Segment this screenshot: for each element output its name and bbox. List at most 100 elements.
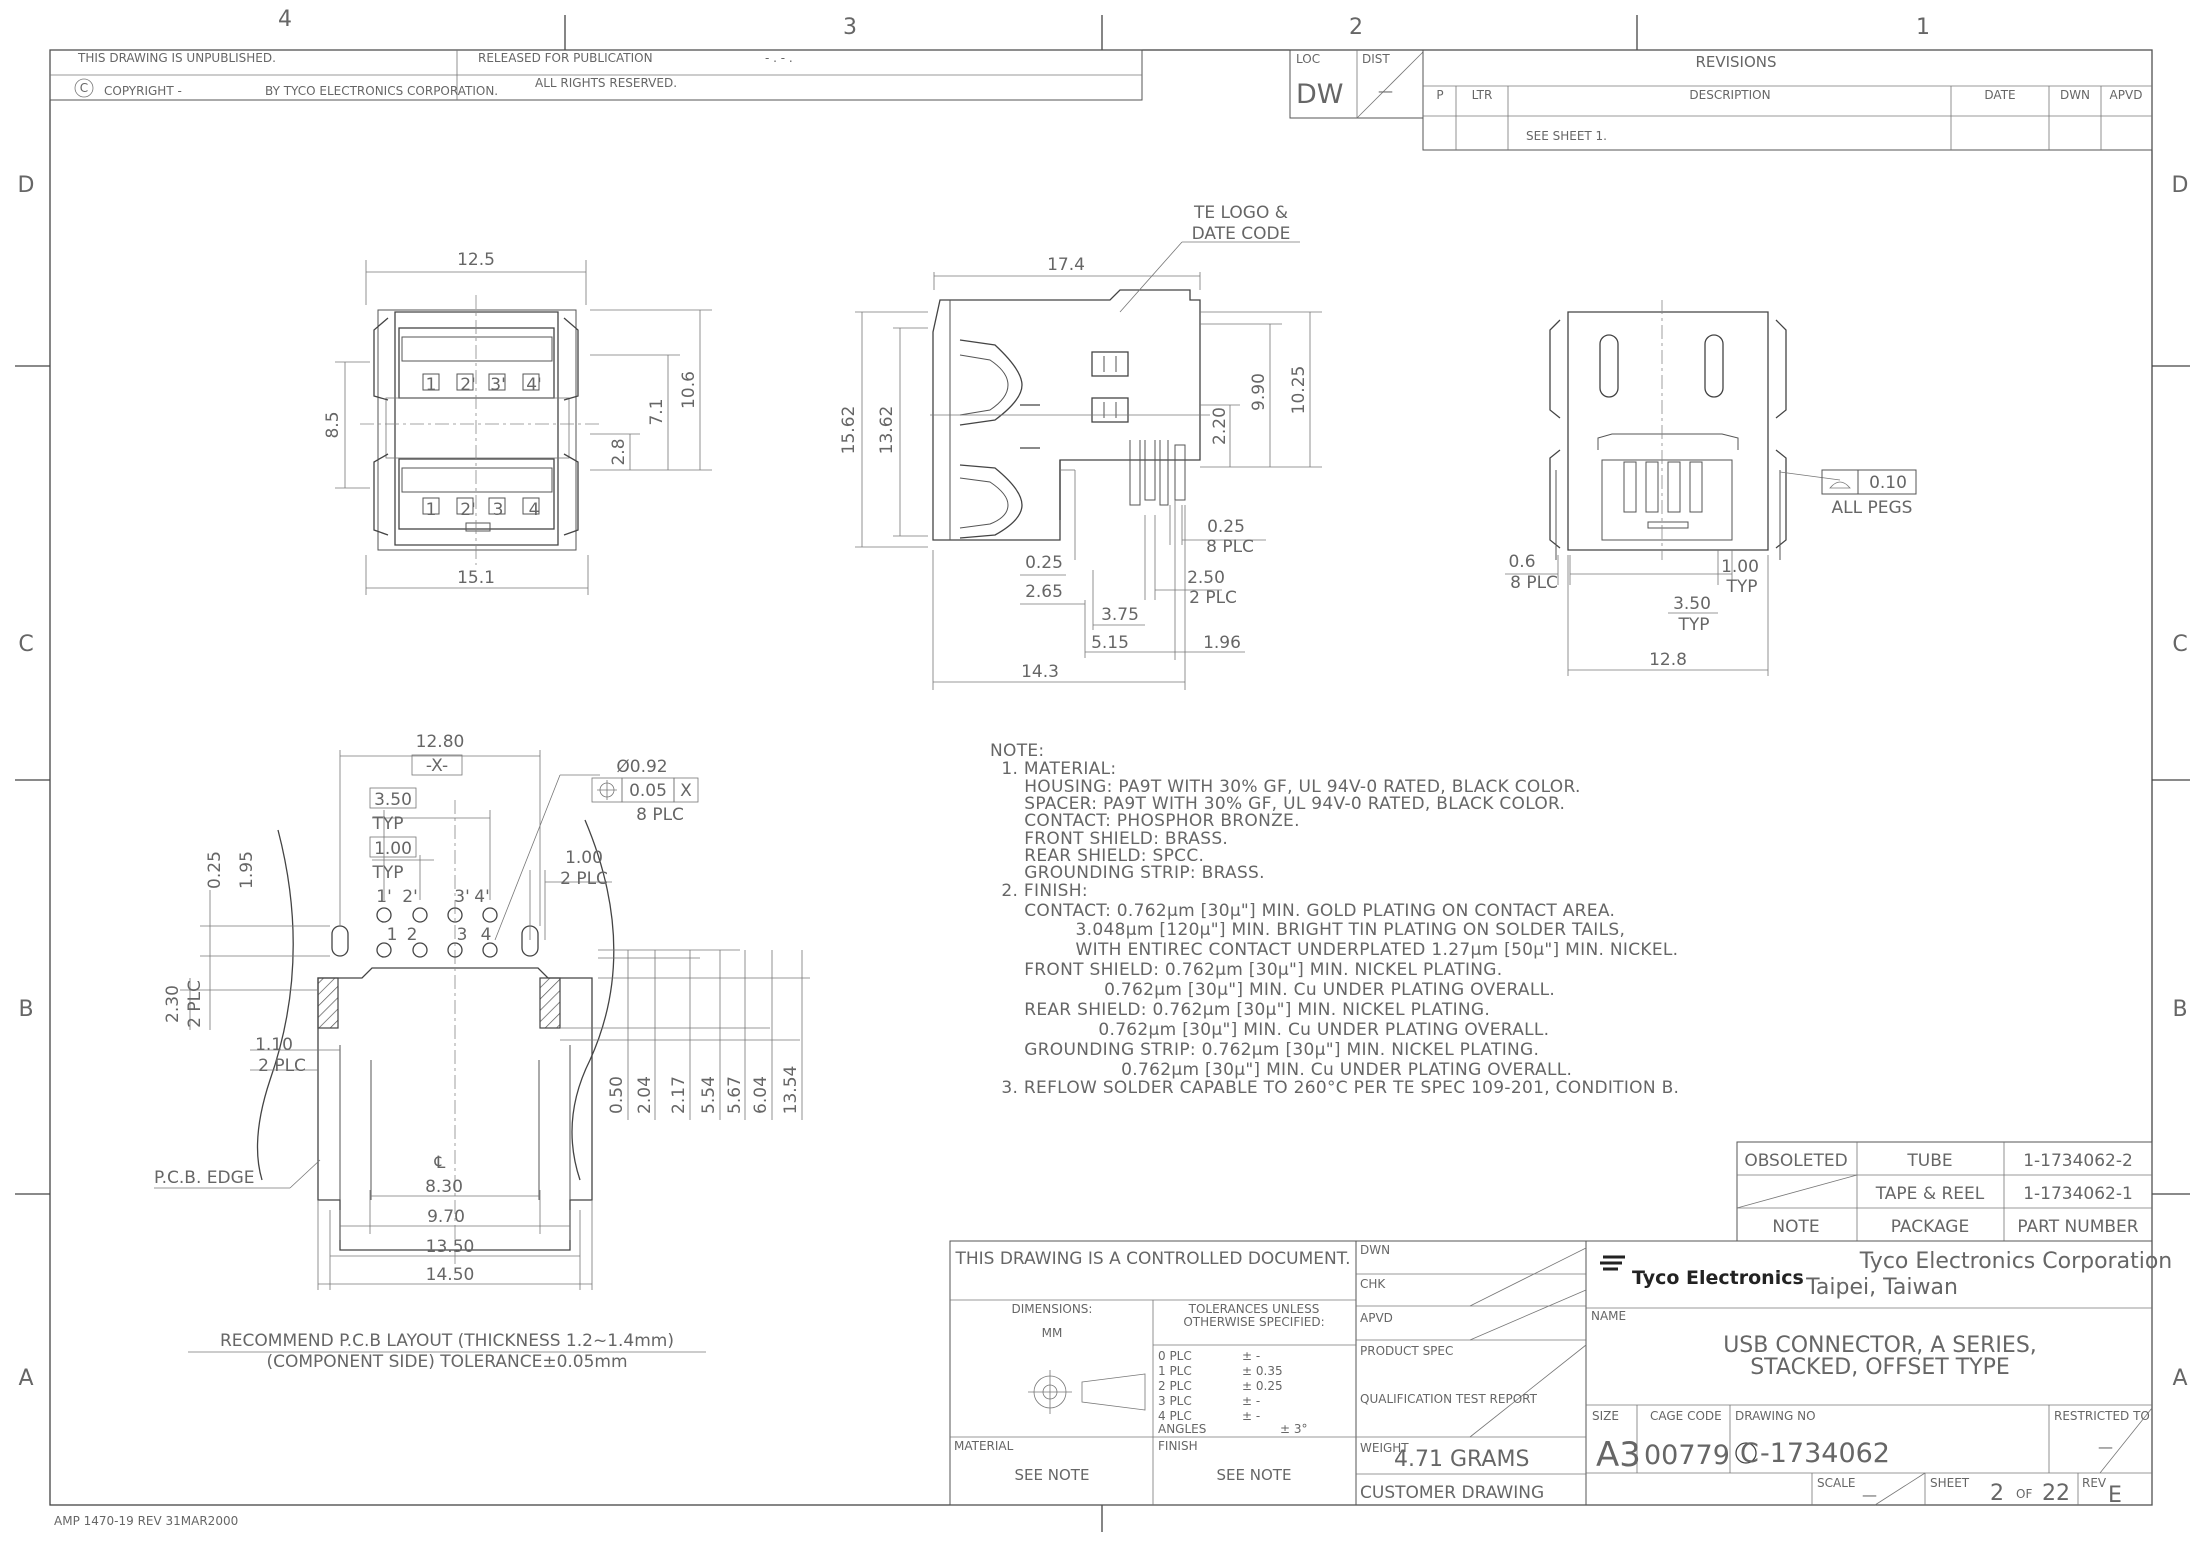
dim-side-top-width: 17.4 — [1047, 255, 1085, 275]
dim-pcb-b4: 14.50 — [426, 1265, 475, 1285]
note-line: CONTACT: 0.762µm [30µ"] MIN. GOLD PLATIN… — [990, 901, 1615, 921]
note-line: FRONT SHIELD: BRASS. — [990, 829, 1228, 849]
hole-label: 1' — [376, 887, 392, 907]
pcb-layout-title: RECOMMEND P.C.B LAYOUT (THICKNESS 1.2~1.… — [220, 1331, 674, 1351]
hole-label: 3' — [454, 887, 470, 907]
pin-label: 3' — [490, 375, 506, 395]
drawing-no-label: DRAWING NO — [1735, 1409, 1816, 1423]
pin-label: 4' — [526, 375, 542, 395]
logo-callout-line2: DATE CODE — [1192, 224, 1291, 244]
note-line: 3. REFLOW SOLDER CAPABLE TO 260°C PER TE… — [990, 1078, 1679, 1098]
dim-pcb-pitch2: 1.00 — [374, 839, 412, 859]
released-date: - . - . — [765, 51, 793, 65]
centerline-symbol: ℄ — [434, 1153, 446, 1173]
cage-code-value: 00779 — [1644, 1440, 1730, 1471]
dim-pcb-slot: 1.00 — [565, 848, 603, 868]
finish-value: SEE NOTE — [1217, 1466, 1292, 1484]
pin-label: 2' — [460, 375, 476, 395]
dim-front-height-left: 8.5 — [323, 411, 343, 438]
dim-rear-width: 12.8 — [1649, 650, 1687, 670]
dim-side-d7: 14.3 — [1021, 662, 1059, 682]
pin-label: 4 — [529, 500, 540, 520]
zone-label-side: D — [2172, 173, 2189, 198]
tol-row-label: 3 PLC — [1158, 1394, 1192, 1408]
note-line: FRONT SHIELD: 0.762µm [30µ"] MIN. NICKEL… — [990, 960, 1503, 980]
dim-pcb-pitch1-typ: TYP — [371, 814, 403, 834]
note-line: 0.762µm [30µ"] MIN. Cu UNDER PLATING OVE… — [990, 980, 1555, 1000]
size-value: A3 — [1596, 1435, 1641, 1475]
copyright-header: THIS DRAWING IS UNPUBLISHED. RELEASED FO… — [49, 49, 1143, 101]
dimensions-unit: MM — [1042, 1326, 1063, 1340]
tol-row-value: ± 0.35 — [1242, 1364, 1283, 1378]
parts-cell: TUBE — [1906, 1151, 1952, 1171]
note-line: 0.762µm [30µ"] MIN. Cu UNDER PLATING OVE… — [990, 1020, 1549, 1040]
customer-drawing-label: CUSTOMER DRAWING — [1360, 1483, 1544, 1503]
dim-side-d2: 2.65 — [1025, 582, 1063, 602]
note-line: WITH ENTIREC CONTACT UNDERPLATED 1.27µm … — [990, 940, 1678, 960]
dimensions-label: DIMENSIONS: — [1012, 1302, 1093, 1316]
tol-position-value: 0.05 — [629, 781, 667, 801]
note-line: 2. FINISH: — [990, 881, 1088, 901]
parts-cell: OBSOLETED — [1744, 1151, 1847, 1171]
copyright-text: COPYRIGHT - — [104, 84, 182, 98]
dim-rear-pitch2: 3.50 — [1673, 594, 1711, 614]
dim-side-pin-plc: 8 PLC — [1206, 537, 1254, 557]
zone-label-top: 2 — [1349, 15, 1363, 40]
dim-pcb-hd: 5.67 — [725, 1076, 745, 1114]
rev-col-dwn: DWN — [2060, 88, 2090, 102]
dim-side-r2: 9.90 — [1249, 373, 1269, 411]
dim-pcb-hole-plc: 8 PLC — [636, 805, 684, 825]
dim-pcb-peg-plc: 2 PLC — [185, 980, 205, 1028]
material-value: SEE NOTE — [1015, 1466, 1090, 1484]
note-line: GROUNDING STRIP: 0.762µm [30µ"] MIN. NIC… — [990, 1040, 1539, 1060]
parts-cell: PART NUMBER — [2017, 1217, 2138, 1237]
loc-label: LOC — [1296, 52, 1320, 66]
hole-label: 2' — [402, 887, 418, 907]
dim-side-r3: 10.25 — [1289, 366, 1309, 415]
scale-label: SCALE — [1817, 1476, 1855, 1490]
tol-row-value: ± - — [1242, 1394, 1260, 1408]
hole-label: 3 — [457, 925, 468, 945]
dim-side-d3: 2.50 — [1187, 568, 1225, 588]
rights-text: ALL RIGHTS RESERVED. — [535, 76, 677, 90]
notes-block: NOTE: 1. MATERIAL: HOUSING: PA9T WITH 30… — [990, 741, 1679, 1098]
dim-side-d5: 5.15 — [1091, 633, 1129, 653]
tol-row-value: ± - — [1242, 1409, 1260, 1423]
dim-pcb-pitch1: 3.50 — [374, 790, 412, 810]
dim-rear-flatness: 0.10 — [1869, 473, 1907, 493]
front-view: 12.5 15.1 8.5 2.8 7.1 10.6 1 2' 3' 4' 1 … — [323, 250, 712, 595]
weight-label: WEIGHT — [1360, 1441, 1409, 1455]
dim-side-d6: 1.96 — [1203, 633, 1241, 653]
angles-value: ± 3° — [1280, 1422, 1308, 1436]
hole-label: 1 — [387, 925, 398, 945]
tol-row-value: ± - — [1242, 1349, 1260, 1363]
tyco-logo-text: Tyco Electronics — [1632, 1267, 1804, 1289]
chk-label: CHK — [1360, 1277, 1386, 1291]
rev-col-description: DESCRIPTION — [1689, 88, 1770, 102]
dim-rear-pitch2-typ: TYP — [1677, 615, 1709, 635]
qual-report-label: QUALIFICATION TEST REPORT — [1360, 1392, 1538, 1406]
revisions-title: REVISIONS — [1695, 53, 1776, 71]
note-line: REAR SHIELD: 0.762µm [30µ"] MIN. NICKEL … — [990, 1000, 1490, 1020]
drawing-name-line1: USB CONNECTOR, A SERIES, — [1723, 1333, 2037, 1358]
dim-pcb-slot-plc: 2 PLC — [560, 869, 608, 889]
dim-side-h2: 13.62 — [877, 406, 897, 455]
product-spec-label: PRODUCT SPEC — [1360, 1344, 1453, 1358]
dim-pcb-hole-dia: Ø0.92 — [616, 757, 667, 777]
dim-rear-flatness-note: ALL PEGS — [1832, 498, 1913, 518]
dim-side-r1: 2.20 — [1210, 407, 1230, 445]
dim-pcb-v2: 1.95 — [237, 851, 257, 889]
pin-label: 3 — [493, 500, 504, 520]
note-line: REAR SHIELD: SPCC. — [990, 846, 1204, 866]
parts-cell: TAPE & REEL — [1875, 1184, 1985, 1204]
dim-pcb-hd: 0.50 — [607, 1076, 627, 1114]
note-line: NOTE: — [990, 741, 1044, 761]
rev-col-ltr: LTR — [1472, 88, 1493, 102]
corp-location: Taipei, Taiwan — [1805, 1275, 1958, 1300]
hole-label: 4' — [474, 887, 490, 907]
tol-row-label: 2 PLC — [1158, 1379, 1192, 1393]
parts-cell: 1-1734062-2 — [2023, 1151, 2133, 1171]
pcb-layout-subtitle: (COMPONENT SIDE) TOLERANCE±0.05mm — [266, 1352, 627, 1372]
tol-row-label: 1 PLC — [1158, 1364, 1192, 1378]
